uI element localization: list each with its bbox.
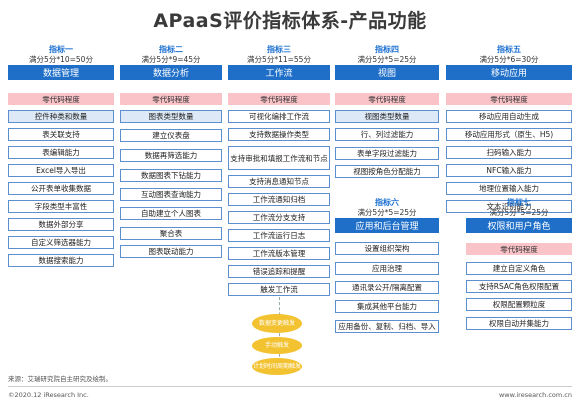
list-item: 自助建立个人图表 xyxy=(120,207,222,220)
list-item: 建立自定义角色 xyxy=(466,262,572,275)
source-note: 来源：艾瑞研究院自主研究及绘制。 xyxy=(8,375,112,383)
list-item: Excel导入导出 xyxy=(8,164,114,177)
indicator-7-formula: 满分5分*5=25分 xyxy=(489,208,549,217)
list-item: 工作流分支支持 xyxy=(228,211,330,224)
indicator-5-tag: 指标五 xyxy=(497,45,521,54)
list-item: 行、列过滤能力 xyxy=(335,128,439,141)
zero-code-level: 零代码程度 xyxy=(446,93,572,105)
list-item: 集成其他平台能力 xyxy=(335,300,439,313)
indicator-3-tag: 指标三 xyxy=(267,45,291,54)
indicator-4-tag: 指标四 xyxy=(375,45,399,54)
list-item: 表单字段过滤能力 xyxy=(335,147,439,160)
list-item: 图表类型数量 xyxy=(120,110,222,123)
list-item: NFC输入能力 xyxy=(446,164,572,177)
list-item: 可视化编排工作流 xyxy=(228,110,330,123)
list-item: 工作流运行日志 xyxy=(228,229,330,242)
indicator-2-header: 数据分析 xyxy=(120,65,222,80)
zero-code-level: 零代码程度 xyxy=(466,243,572,255)
indicator-4-formula: 满分5分*5=25分 xyxy=(357,55,417,64)
indicator-4-header: 视图 xyxy=(335,65,439,80)
indicator-6-tag: 指标六 xyxy=(375,198,399,207)
list-item: 设置组织架构 xyxy=(335,242,439,255)
list-item: 建立仪表盘 xyxy=(120,129,222,142)
indicator-5-column: 指标五 满分5分*6=30分 移动应用 零代码程度 移动应用自动生成 移动应用形… xyxy=(446,44,572,213)
list-item: 支持RSAC角色权限配置 xyxy=(466,280,572,293)
indicator-2-formula: 满分5分*9=45分 xyxy=(141,55,201,64)
list-item: 错误追踪和提醒 xyxy=(228,265,330,278)
list-item: 数据搜索能力 xyxy=(8,254,114,267)
list-item: 公开表单收集数据 xyxy=(8,182,114,195)
zero-code-level: 零代码程度 xyxy=(228,93,330,105)
indicator-3-column: 指标三 满分5分*11=55分 工作流 零代码程度 可视化编排工作流 支持数据操… xyxy=(228,44,330,299)
list-item: 图表联动能力 xyxy=(120,245,222,258)
list-item: 扫码输入能力 xyxy=(446,146,572,159)
indicator-1-tag: 指标一 xyxy=(49,45,73,54)
indicator-2-column: 指标二 满分5分*9=45分 数据分析 零代码程度 图表类型数量 建立仪表盘 数… xyxy=(120,44,222,264)
indicator-6-header: 应用和后台管理 xyxy=(335,218,439,233)
list-item: 互动图表查询能力 xyxy=(120,188,222,201)
list-item: 工作流版本管理 xyxy=(228,247,330,260)
indicator-5-formula: 满分5分*6=30分 xyxy=(479,55,539,64)
list-item: 支持数据操作类型 xyxy=(228,128,330,141)
list-item: 地理位置输入能力 xyxy=(446,182,572,195)
list-item: 数据外部分享 xyxy=(8,218,114,231)
indicator-7-tag: 指标七 xyxy=(507,198,531,207)
list-item: 移动应用形式（原生、H5) xyxy=(446,128,572,141)
list-item: 触发工作流 xyxy=(228,283,330,296)
indicator-2-tag: 指标二 xyxy=(159,45,183,54)
zero-code-level: 零代码程度 xyxy=(335,93,439,105)
list-item: 权限自动并集能力 xyxy=(466,317,572,330)
zero-code-level: 零代码程度 xyxy=(120,93,222,105)
indicator-1-header: 数据管理 xyxy=(8,65,114,80)
list-item: 工作流通知归档 xyxy=(228,193,330,206)
list-item: 视图类型数量 xyxy=(335,110,439,123)
indicator-3-formula: 满分5分*11=55分 xyxy=(247,55,311,64)
indicator-6-column: 指标六 满分5分*5=25分 应用和后台管理 设置组织架构 应用治理 通讯录公开… xyxy=(335,197,439,337)
page-title: APaaS评价指标体系-产品功能 xyxy=(153,10,427,32)
indicator-7-header: 权限和用户角色 xyxy=(466,218,572,233)
indicator-4-column: 指标四 满分5分*5=25分 视图 零代码程度 视图类型数量 行、列过滤能力 表… xyxy=(335,44,439,184)
list-item: 表关联支持 xyxy=(8,128,114,141)
trigger-oval-manual: 手动触发 xyxy=(252,337,302,354)
list-item: 支持审批和填报工作流和节点 xyxy=(228,146,330,170)
list-item: 字段类型丰富性 xyxy=(8,200,114,213)
indicator-1-formula: 满分5分*10=50分 xyxy=(29,55,93,64)
list-item: 文本识别能力 xyxy=(446,200,572,213)
list-item: 数据图表下钻能力 xyxy=(120,169,222,182)
indicator-5-header: 移动应用 xyxy=(446,65,572,80)
indicator-1-column: 指标一 满分5分*10=50分 数据管理 零代码程度 控件种类和数量 表关联支持… xyxy=(8,44,114,274)
trigger-oval-data-change: 数据变更触发 xyxy=(252,314,302,333)
copyright: ©2020.12 iResearch Inc. xyxy=(8,391,89,399)
footer-divider xyxy=(8,386,572,387)
list-item: 表编辑能力 xyxy=(8,146,114,159)
list-item: 应用备份、复制、归档、导入 xyxy=(335,320,439,333)
indicator-6-formula: 满分5分*5=25分 xyxy=(357,208,417,217)
list-item: 视图按角色分配能力 xyxy=(335,165,439,178)
trigger-oval-scheduled: 计划时间周期触发 xyxy=(252,358,302,375)
list-item: 聚合表 xyxy=(120,227,222,240)
list-item: 数据再筛选能力 xyxy=(120,149,222,162)
list-item: 自定义筛选器能力 xyxy=(8,236,114,249)
list-item: 权限配置颗粒度 xyxy=(466,298,572,311)
list-item: 应用治理 xyxy=(335,262,439,275)
website-url: www.iresearch.com.cn xyxy=(498,391,572,399)
list-item: 支持消息通知节点 xyxy=(228,175,330,188)
indicator-3-header: 工作流 xyxy=(228,65,330,80)
zero-code-level: 零代码程度 xyxy=(8,93,114,105)
list-item: 通讯录公开/隔离配置 xyxy=(335,281,439,294)
list-item: 移动应用自动生成 xyxy=(446,110,572,123)
list-item: 控件种类和数量 xyxy=(8,110,114,123)
indicator-7-column: 指标七 满分5分*5=25分 权限和用户角色 零代码程度 建立自定义角色 支持R… xyxy=(466,197,572,337)
